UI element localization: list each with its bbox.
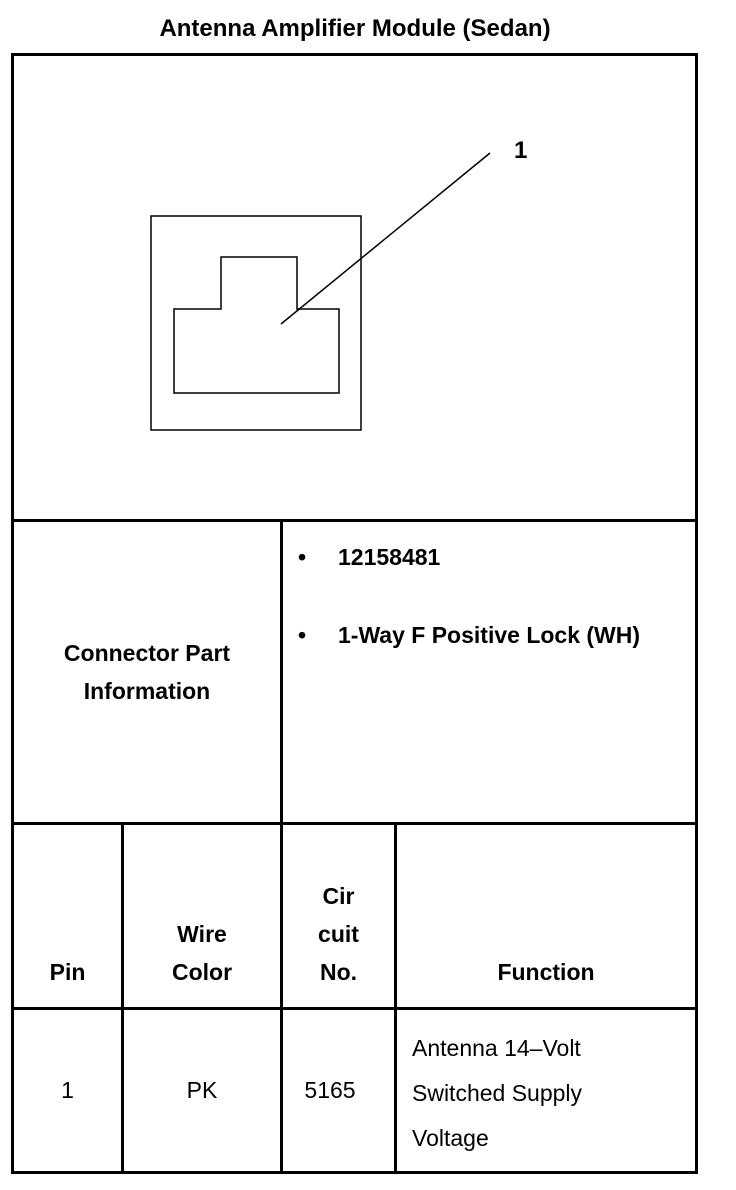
header-pin-label: Pin	[49, 959, 86, 985]
part-number: 12158481	[338, 544, 441, 570]
header-wire-color: Wire Color	[124, 825, 280, 1007]
header-circuit: Cir cuit No.	[283, 825, 394, 1007]
border-right	[695, 53, 698, 1174]
connector-description: 1-Way F Positive Lock (WH)	[338, 622, 641, 648]
cell-function-line3: Voltage	[412, 1125, 489, 1151]
connector-outer-frame	[150, 215, 362, 431]
border-bottom	[11, 1171, 698, 1174]
cell-pin: 1	[61, 1077, 74, 1103]
cell-function-line1: Antenna 14–Volt	[412, 1035, 581, 1061]
cell-function-line2: Switched Supply	[412, 1080, 583, 1106]
callout-leader-line	[280, 152, 491, 325]
divider-diagram	[11, 519, 698, 522]
divider-circuit-col	[394, 822, 397, 1174]
header-function: Function	[397, 825, 695, 1007]
connector-info-label: Connector Part Information	[14, 522, 280, 822]
cell-function: Antenna 14–Volt Switched Supply Voltage	[412, 1026, 692, 1161]
header-function-label: Function	[497, 959, 595, 985]
header-circuit-line3: No.	[319, 959, 358, 985]
header-circuit-line1: Cir	[322, 883, 355, 909]
bullet-item: • 12158481	[298, 538, 688, 576]
bullet-dot: •	[298, 622, 307, 648]
header-wire-color-line1: Wire	[177, 921, 227, 947]
divider-connector	[11, 822, 698, 825]
divider-pin-col	[121, 822, 124, 1174]
bullet-item: • 1-Way F Positive Lock (WH)	[298, 616, 688, 654]
bullet-dot: •	[298, 544, 307, 570]
page-title: Antenna Amplifier Module (Sedan)	[159, 15, 551, 42]
cell-circuit: 5165	[304, 1077, 356, 1103]
connector-info-label-line2: Information	[83, 678, 211, 704]
divider-header	[11, 1007, 698, 1010]
connector-housing	[173, 256, 340, 394]
callout-label: 1	[514, 137, 527, 164]
divider-connector-col	[280, 519, 283, 1174]
header-pin: Pin	[14, 825, 121, 1007]
connector-info-bullets: • 12158481 • 1-Way F Positive Lock (WH)	[298, 538, 688, 654]
connector-info-label-line1: Connector Part	[63, 640, 231, 666]
header-circuit-line2: cuit	[318, 921, 359, 947]
connector-diagram: 1	[150, 137, 527, 431]
header-wire-color-line2: Color	[171, 959, 233, 985]
border-top	[11, 53, 698, 56]
cell-wire-color: PK	[186, 1077, 218, 1103]
border-left	[11, 53, 14, 1174]
